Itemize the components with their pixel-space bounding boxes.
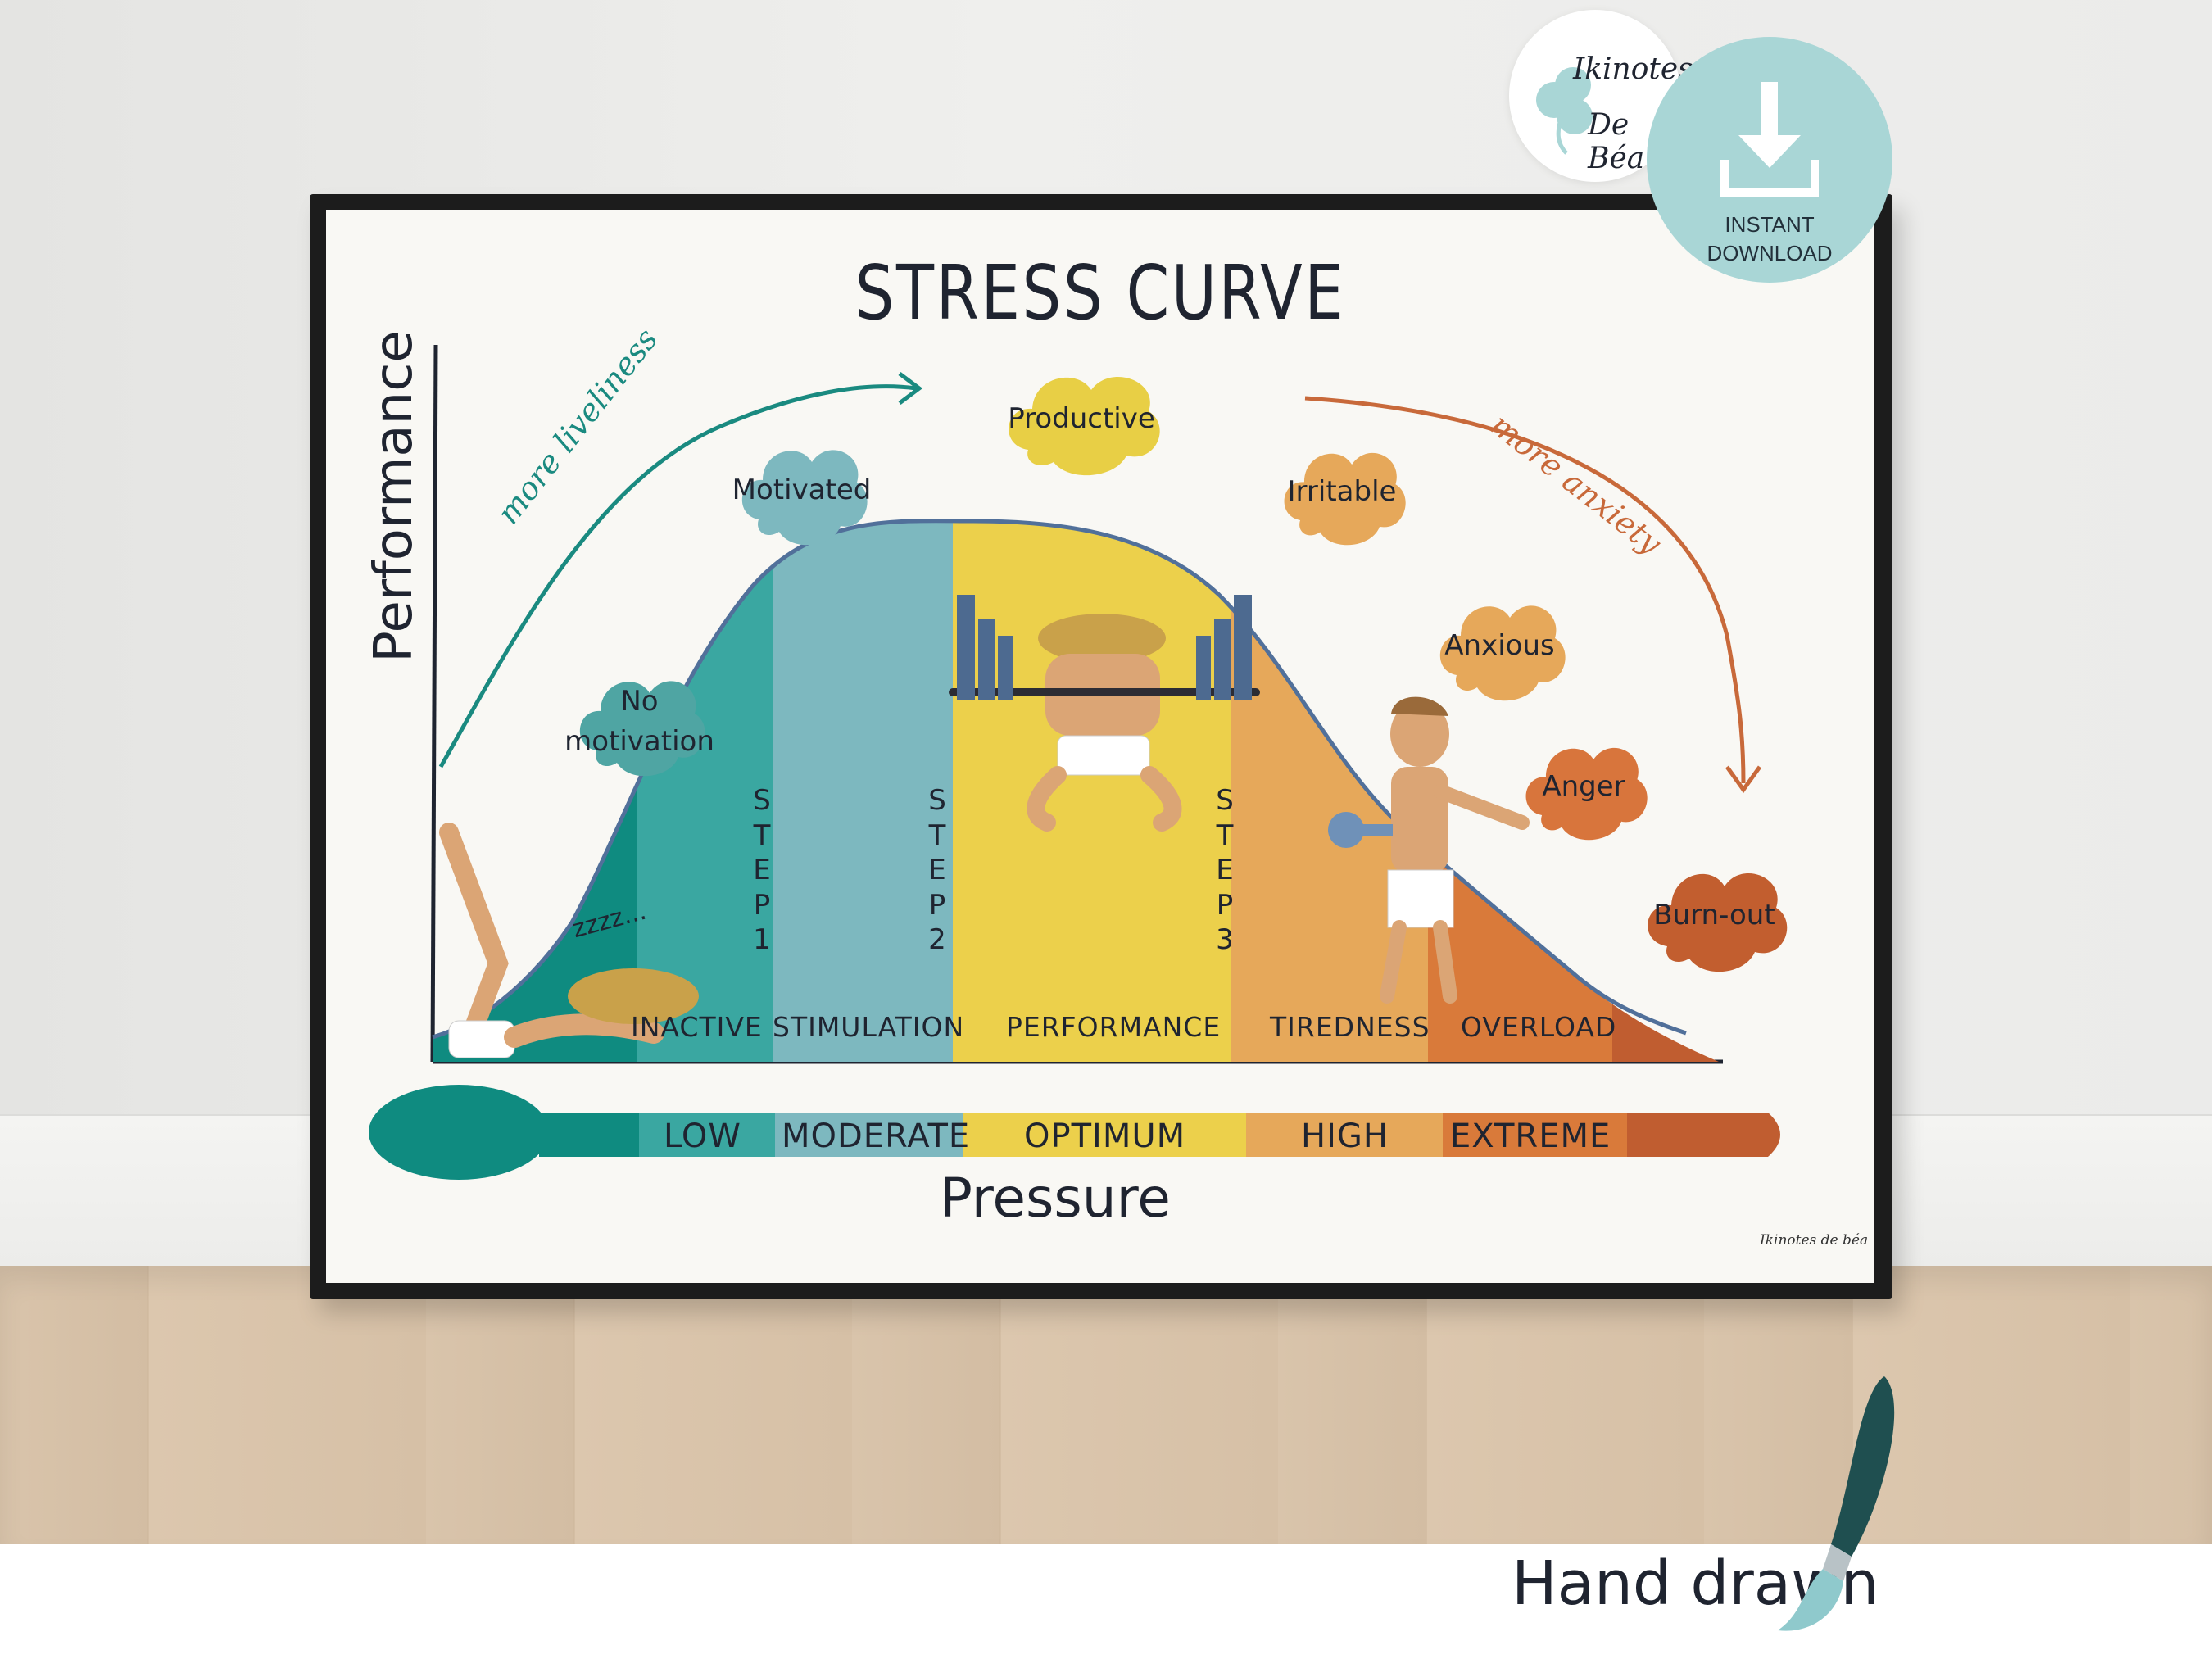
logo-line-1: Ikinotes <box>1573 52 1693 86</box>
pressure-extreme: EXTREME <box>1450 1117 1611 1155</box>
instant-download-badge: INSTANT DOWNLOAD <box>1647 37 1892 283</box>
pressure-low: LOW <box>664 1117 741 1155</box>
cloud-anxious: Anxious <box>1432 585 1567 708</box>
zone-overload: OVERLOAD <box>1461 1011 1617 1043</box>
clover-icon <box>1536 67 1593 155</box>
ikinotes-logo-badge: Ikinotes De Béa <box>1509 10 1693 182</box>
curve-graphic <box>369 344 1780 1180</box>
cloud-anger: Anger <box>1518 726 1649 849</box>
pressure-bulb <box>369 1085 549 1180</box>
cloud-productive: Productive <box>999 356 1163 483</box>
pressure-moderate: MODERATE <box>782 1117 971 1155</box>
x-axis-label: Pressure <box>940 1167 1171 1230</box>
pressure-high: HIGH <box>1301 1117 1389 1155</box>
download-icon <box>1720 82 1819 197</box>
zone-inactive: INACTIVE <box>631 1011 763 1043</box>
right-trend-arrow <box>1304 396 1746 784</box>
stress-curve-line <box>432 519 1687 1040</box>
sleeping-person-illustration <box>439 823 699 1058</box>
step-2-label: STEP2 <box>928 784 946 956</box>
weightlifter-illustration <box>949 595 1260 832</box>
y-axis-line <box>430 344 438 1063</box>
poster-signature: Ikinotes de béa <box>1760 1232 1869 1249</box>
cloud-irritable: Irritable <box>1276 431 1407 554</box>
wooden-floor <box>0 1266 2212 1544</box>
cloud-motivated: Motivated <box>732 429 871 552</box>
poster-title: STRESS CURVE <box>854 249 1346 337</box>
windup-man-illustration <box>1328 696 1530 1004</box>
step-1-label: STEP1 <box>753 784 771 956</box>
paintbrush-icon <box>1778 1376 1895 1631</box>
step-3-label: STEP3 <box>1216 784 1234 956</box>
cloud-burn-out: Burn-out <box>1639 852 1790 979</box>
pressure-optimum: OPTIMUM <box>1024 1117 1186 1155</box>
zone-tiredness: TIREDNESS <box>1270 1011 1430 1043</box>
left-arrowhead <box>898 372 923 405</box>
logo-line-2: De Béa <box>1588 108 1645 175</box>
zone-performance: PERFORMANCE <box>1006 1011 1222 1043</box>
download-text: INSTANT DOWNLOAD <box>1707 212 1833 266</box>
cloud-no-motivation: No motivation <box>564 660 714 783</box>
right-arrowhead <box>1725 765 1762 794</box>
zone-stimulation: STIMULATION <box>773 1011 965 1043</box>
left-trend-arrow <box>438 384 917 768</box>
stress-curve-poster: STRESS CURVE Performance Pressure more l… <box>326 210 1874 1283</box>
y-axis-label: Performance <box>364 330 424 663</box>
